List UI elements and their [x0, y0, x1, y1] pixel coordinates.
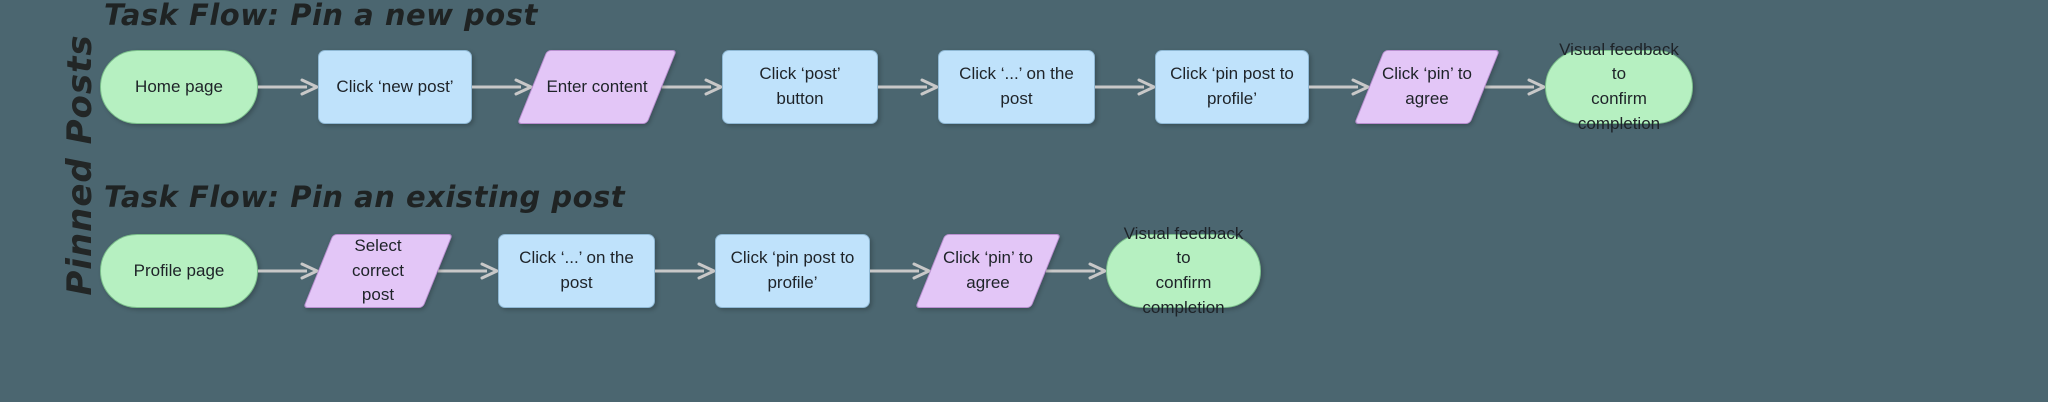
flow-node[interactable]: Visual feedback to confirm completion — [1106, 224, 1261, 317]
flow-node-label: Select correct post — [352, 236, 404, 305]
arrow-right-icon — [662, 50, 723, 124]
flow-node[interactable]: Click ‘pin’ to agree — [1369, 50, 1485, 124]
arrow-right-icon — [878, 50, 939, 124]
flow-node[interactable]: Click ‘new post’ — [318, 50, 472, 124]
flow-node-label: Click ‘...’ on the post — [959, 64, 1074, 108]
flow-row-pin-new-post: Home page Click ‘new post’ Enter content Cl… — [100, 40, 1693, 133]
flow-node-label: Click ‘...’ on the post — [519, 248, 634, 292]
flow-node[interactable]: Select correct post — [318, 234, 438, 308]
arrow-right-icon — [438, 234, 499, 308]
flow-node-label: Click ‘post’ button — [759, 64, 841, 108]
flow-node[interactable]: Click ‘pin post to profile’ — [1155, 50, 1309, 124]
flow-node-label: Visual feedback to confirm completion — [1559, 39, 1679, 133]
flow-row-pin-existing-post: Profile page Select correct post Click ‘..… — [100, 224, 1261, 317]
flow-node-label: Click ‘pin’ to agree — [942, 248, 1034, 292]
flow-node-label: Profile page — [133, 260, 225, 280]
flow-node-label: Click ‘pin post to profile’ — [730, 248, 855, 292]
arrow-right-icon — [655, 234, 716, 308]
flow-node-label: Click ‘pin post to profile’ — [1170, 64, 1294, 108]
flow-node[interactable]: Click ‘...’ on the post — [498, 234, 655, 308]
flow-node[interactable]: Enter content — [532, 50, 662, 124]
flow-node[interactable]: Click ‘post’ button — [722, 50, 878, 124]
arrow-right-icon — [1046, 234, 1107, 308]
flow-node-label: Visual feedback to confirm completion — [1123, 223, 1244, 317]
flow-node[interactable]: Visual feedback to confirm completion — [1545, 40, 1693, 133]
flow-node-label: Click ‘pin’ to agree — [1381, 64, 1473, 108]
flow-node[interactable]: Click ‘...’ on the post — [938, 50, 1095, 124]
arrow-right-icon — [1485, 50, 1546, 124]
arrow-right-icon — [1095, 50, 1156, 124]
flow-title-new-post: Task Flow: Pin a new post — [104, 0, 538, 32]
arrow-right-icon — [258, 50, 319, 124]
flow-node[interactable]: Click ‘pin post to profile’ — [715, 234, 870, 308]
flow-title-existing-post: Task Flow: Pin an existing post — [104, 180, 626, 214]
flow-node[interactable]: Click ‘pin’ to agree — [930, 234, 1046, 308]
flow-node[interactable]: Profile page — [100, 234, 258, 308]
section-label-pinned-posts: Pinned Posts — [60, 34, 100, 296]
flow-node[interactable]: Home page — [100, 50, 258, 124]
flow-node-label: Home page — [135, 76, 223, 96]
flow-node-label: Enter content — [546, 76, 648, 96]
flow-node-label: Click ‘new post’ — [336, 76, 454, 96]
